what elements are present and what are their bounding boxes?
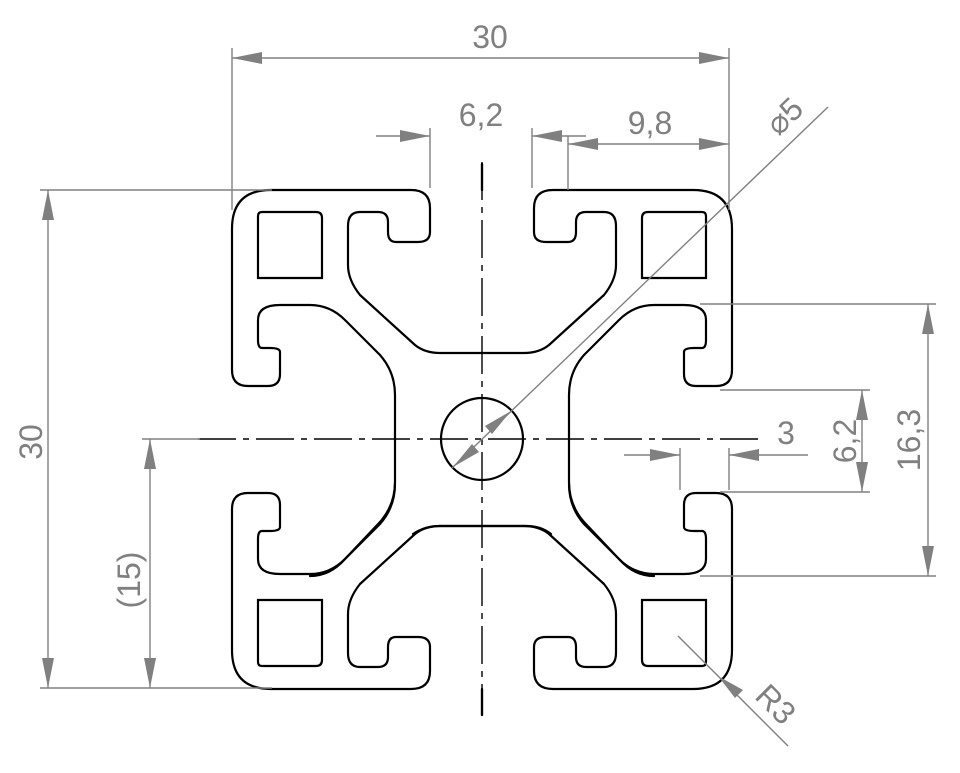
- dim-side-slot-width-text: 6,2: [827, 419, 863, 463]
- dim-overall-width-text: 30: [472, 19, 508, 55]
- dim-side-slot-width: 6,2: [720, 389, 870, 493]
- dim-side-slot-span-text: 16,3: [891, 409, 927, 471]
- dim-slot-offset: 9,8: [567, 105, 729, 190]
- dim-slot-width: 6,2: [376, 97, 586, 188]
- dim-slot-depth: 3: [624, 415, 808, 490]
- dim-slot-width-text: 6,2: [459, 97, 503, 133]
- center-lines: [198, 162, 762, 714]
- dim-side-slot-span: 16,3: [700, 303, 936, 577]
- dim-half-height: (15): [111, 438, 200, 688]
- dim-slot-depth-text: 3: [777, 415, 795, 451]
- dim-half-height-text: (15): [111, 552, 147, 609]
- core-outline: [308, 393, 656, 578]
- dim-slot-offset-text: 9,8: [628, 105, 672, 141]
- dim-bore-diameter-text: ⌀5: [759, 90, 811, 142]
- dim-corner-radius-text: R3: [749, 677, 803, 731]
- dim-overall-height: 30: [13, 189, 272, 689]
- dim-overall-width: 30: [231, 19, 730, 210]
- dim-bore-diameter: ⌀5: [451, 90, 829, 469]
- dim-overall-height-text: 30: [13, 424, 49, 460]
- dim-corner-radius: R3: [677, 635, 803, 747]
